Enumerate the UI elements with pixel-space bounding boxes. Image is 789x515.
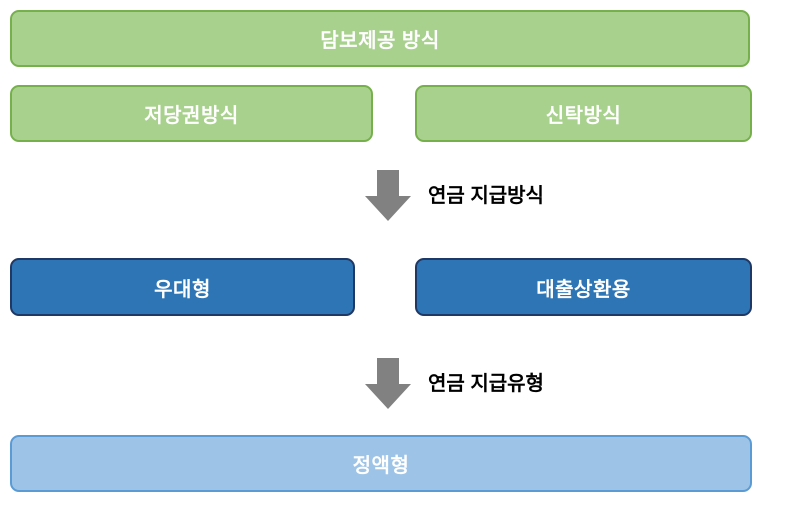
preferential-type-box: 우대형 xyxy=(10,258,355,316)
mortgage-method-box: 저당권방식 xyxy=(10,85,373,142)
trust-method-box: 신탁방식 xyxy=(415,85,752,142)
pension-payment-type-label: 연금 지급유형 xyxy=(428,373,544,395)
down-arrow-icon xyxy=(365,170,411,221)
collateral-provision-method-box: 담보제공 방식 xyxy=(10,10,750,67)
trust-method-label: 신탁방식 xyxy=(545,105,622,127)
loan-repayment-label: 대출상환용 xyxy=(536,278,631,301)
loan-repayment-box: 대출상환용 xyxy=(415,258,752,316)
pension-payment-method-label: 연금 지급방식 xyxy=(428,185,544,207)
down-arrow-icon xyxy=(365,358,411,409)
collateral-provision-method-label: 담보제공 방식 xyxy=(320,30,440,52)
fixed-amount-type-label: 정액형 xyxy=(352,455,410,477)
pension-payment-method-arrow-group: 연금 지급방식 xyxy=(364,170,544,222)
mortgage-method-label: 저당권방식 xyxy=(144,105,239,127)
fixed-amount-type-box: 정액형 xyxy=(10,435,752,492)
preferential-type-label: 우대형 xyxy=(154,278,211,301)
pension-payment-type-arrow-group: 연금 지급유형 xyxy=(364,358,544,410)
